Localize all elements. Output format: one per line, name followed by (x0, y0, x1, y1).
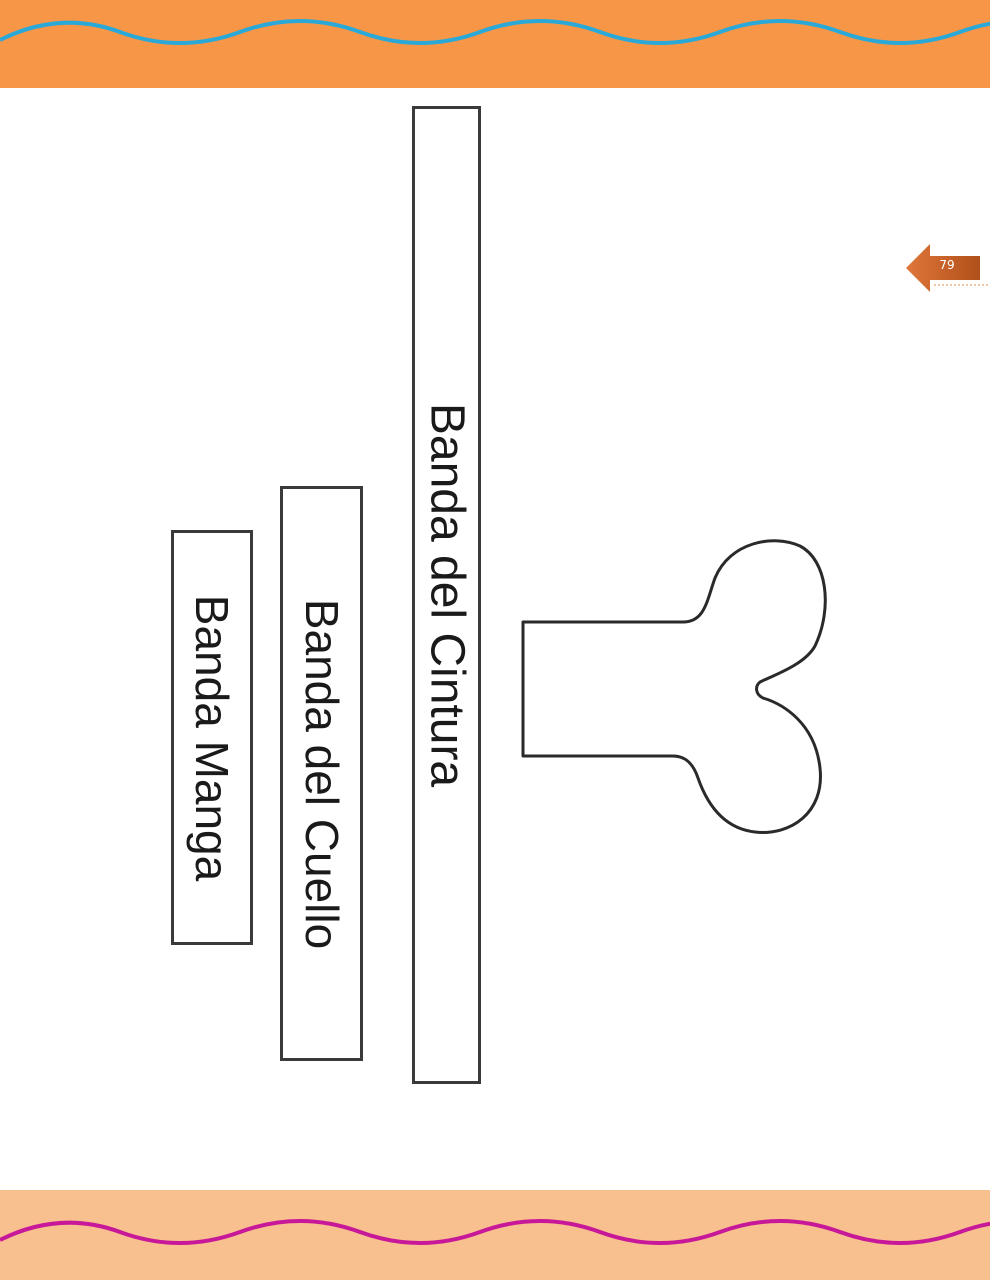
mitten-outline-icon (521, 539, 827, 834)
strip-label-cuello: Banda del Cuello (295, 598, 348, 949)
top-wave-line (0, 19, 990, 45)
top-header-band (0, 0, 990, 88)
left-arrow-tab-icon (906, 244, 990, 292)
strip-banda-cintura: Banda del Cintura (412, 106, 481, 1084)
strip-label-cintura: Banda del Cintura (420, 402, 473, 788)
strip-label-manga: Banda Manga (186, 594, 238, 881)
page-number: 79 (939, 258, 955, 272)
bottom-wave-line (0, 1219, 990, 1245)
bottom-footer-band (0, 1190, 990, 1280)
strip-banda-manga: Banda Manga (171, 530, 253, 945)
strip-banda-cuello: Banda del Cuello (280, 486, 363, 1061)
